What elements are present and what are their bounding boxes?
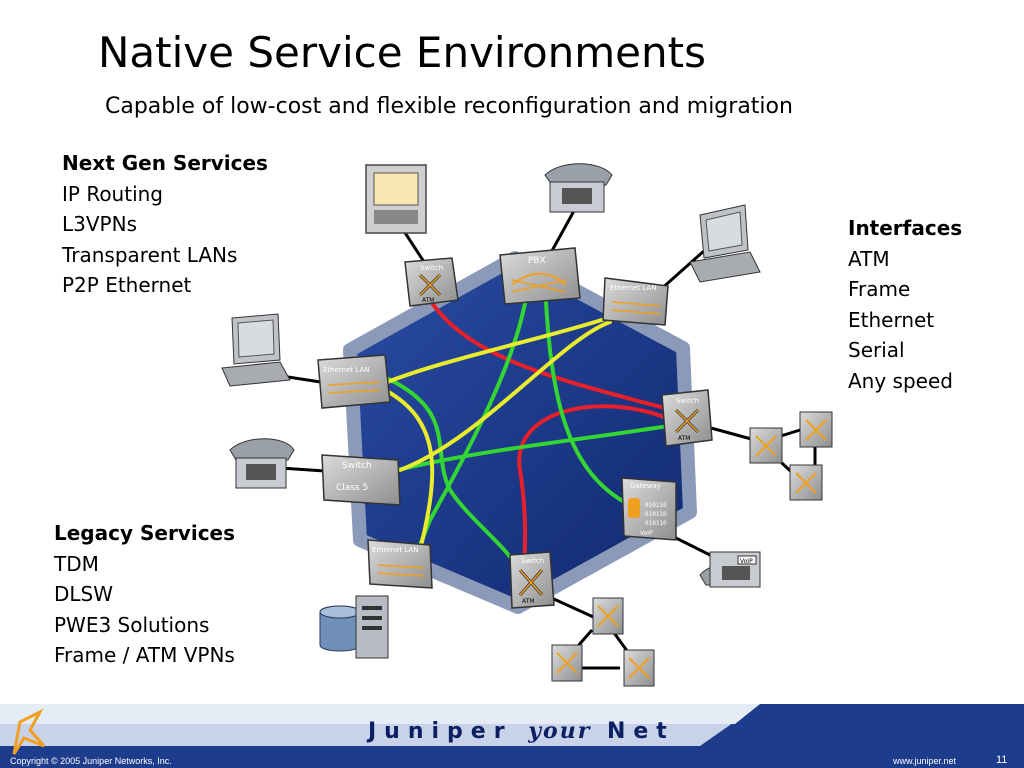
svg-text:ATM: ATM	[522, 598, 534, 605]
frame-relay-switch	[789, 464, 823, 501]
laptop-icon	[221, 313, 291, 387]
kiosk-terminal-icon	[365, 164, 427, 234]
small-atm-switch	[592, 597, 624, 635]
list-item: PWE3 Solutions	[54, 612, 210, 637]
ethernet-lan-left: Ethernet LAN	[317, 354, 391, 409]
svg-text:ATM: ATM	[678, 435, 690, 442]
list-item: Ethernet	[848, 307, 935, 332]
svg-text:ATM: ATM	[422, 297, 434, 304]
core-links	[378, 283, 677, 587]
svg-text:Class 5: Class 5	[336, 483, 368, 493]
frame-relay-switch	[749, 427, 783, 464]
list-item: L3VPNs	[62, 212, 137, 236]
frame-relay-switch	[799, 411, 833, 448]
copyright-text: Copyright © 2005 Juniper Networks, Inc.	[10, 756, 172, 766]
page-number: 11	[996, 754, 1008, 766]
svg-text:Switch: Switch	[521, 557, 544, 565]
list-item: ATM	[848, 246, 890, 271]
list-item: DLSW	[54, 582, 114, 606]
list-item: IP Routing	[62, 181, 163, 206]
telephone-icon	[544, 163, 613, 213]
green-link	[418, 283, 530, 547]
atm-switch-right: Switch ATM	[661, 389, 713, 447]
small-atm-switch	[551, 644, 583, 682]
juniper-swoosh-icon	[12, 708, 46, 755]
list-item: Any speed	[848, 368, 953, 393]
svg-text:Gateway: Gateway	[630, 482, 661, 490]
svg-text:010110: 010110	[645, 520, 667, 527]
svg-text:Ethernet LAN: Ethernet LAN	[610, 284, 656, 292]
svg-text:Ethernet LAN: Ethernet LAN	[323, 366, 369, 374]
svg-text:VoIP: VoIP	[640, 530, 653, 537]
network-diagram: Switch ATM PBX Ethernet LAN Ethernet LAN…	[221, 163, 833, 687]
juniper-brand-logo: Juniper your Net	[368, 718, 675, 744]
voip-gateway: Gateway 010110 010110 010110 VoIP	[621, 477, 677, 541]
class5-switch: Switch Class 5	[321, 454, 401, 506]
red-link	[517, 404, 674, 587]
svg-text:010110: 010110	[645, 502, 667, 509]
list-item: Transparent LANs	[62, 242, 238, 267]
next-gen-heading: Next Gen Services	[62, 151, 268, 175]
svg-text:VoIP: VoIP	[740, 558, 753, 565]
atm-switch-top: Switch ATM	[404, 257, 459, 307]
legacy-services-list: Legacy Services TDM DLSW PWE3 Solutions …	[54, 518, 235, 671]
footer-banner	[0, 704, 1024, 768]
website-link[interactable]: www.juniper.net	[893, 756, 957, 766]
pbx-node: PBX	[499, 247, 581, 305]
svg-text:Switch: Switch	[342, 461, 372, 471]
list-item: Serial	[848, 338, 905, 362]
telephone-icon	[229, 438, 295, 489]
ethernet-lan-top-right: Ethernet LAN	[602, 277, 669, 326]
list-item: Frame / ATM VPNs	[54, 643, 235, 667]
svg-text:Ethernet LAN: Ethernet LAN	[372, 546, 418, 554]
small-atm-switch	[623, 649, 655, 687]
interfaces-list: Interfaces ATM Frame Ethernet Serial Any…	[848, 213, 962, 396]
list-item: P2P Ethernet	[62, 273, 192, 297]
slide-title: Native Service Environments	[98, 28, 706, 77]
green-link	[543, 283, 632, 507]
list-item: Frame	[848, 277, 911, 301]
svg-text:Switch: Switch	[676, 397, 699, 405]
atm-switch-bottom: Switch ATM	[509, 551, 555, 609]
green-link	[378, 373, 522, 572]
list-item: TDM	[54, 551, 99, 576]
yellow-link	[383, 388, 435, 552]
red-link	[428, 298, 674, 412]
svg-text:010110: 010110	[645, 511, 667, 518]
ethernet-lan-bottom: Ethernet LAN	[367, 539, 433, 589]
svg-text:Switch: Switch	[420, 264, 443, 272]
voip-phone-icon: VoIP	[699, 551, 761, 588]
laptop-icon	[689, 204, 761, 283]
svg-text:PBX: PBX	[528, 256, 546, 266]
slide-subtitle: Capable of low-cost and flexible reconfi…	[105, 94, 793, 119]
next-gen-services-list: Next Gen Services IP Routing L3VPNs Tran…	[62, 148, 268, 301]
yellow-link	[378, 316, 610, 387]
server-storage-icon	[319, 595, 389, 659]
legacy-heading: Legacy Services	[54, 521, 236, 545]
interfaces-heading: Interfaces	[848, 216, 963, 240]
